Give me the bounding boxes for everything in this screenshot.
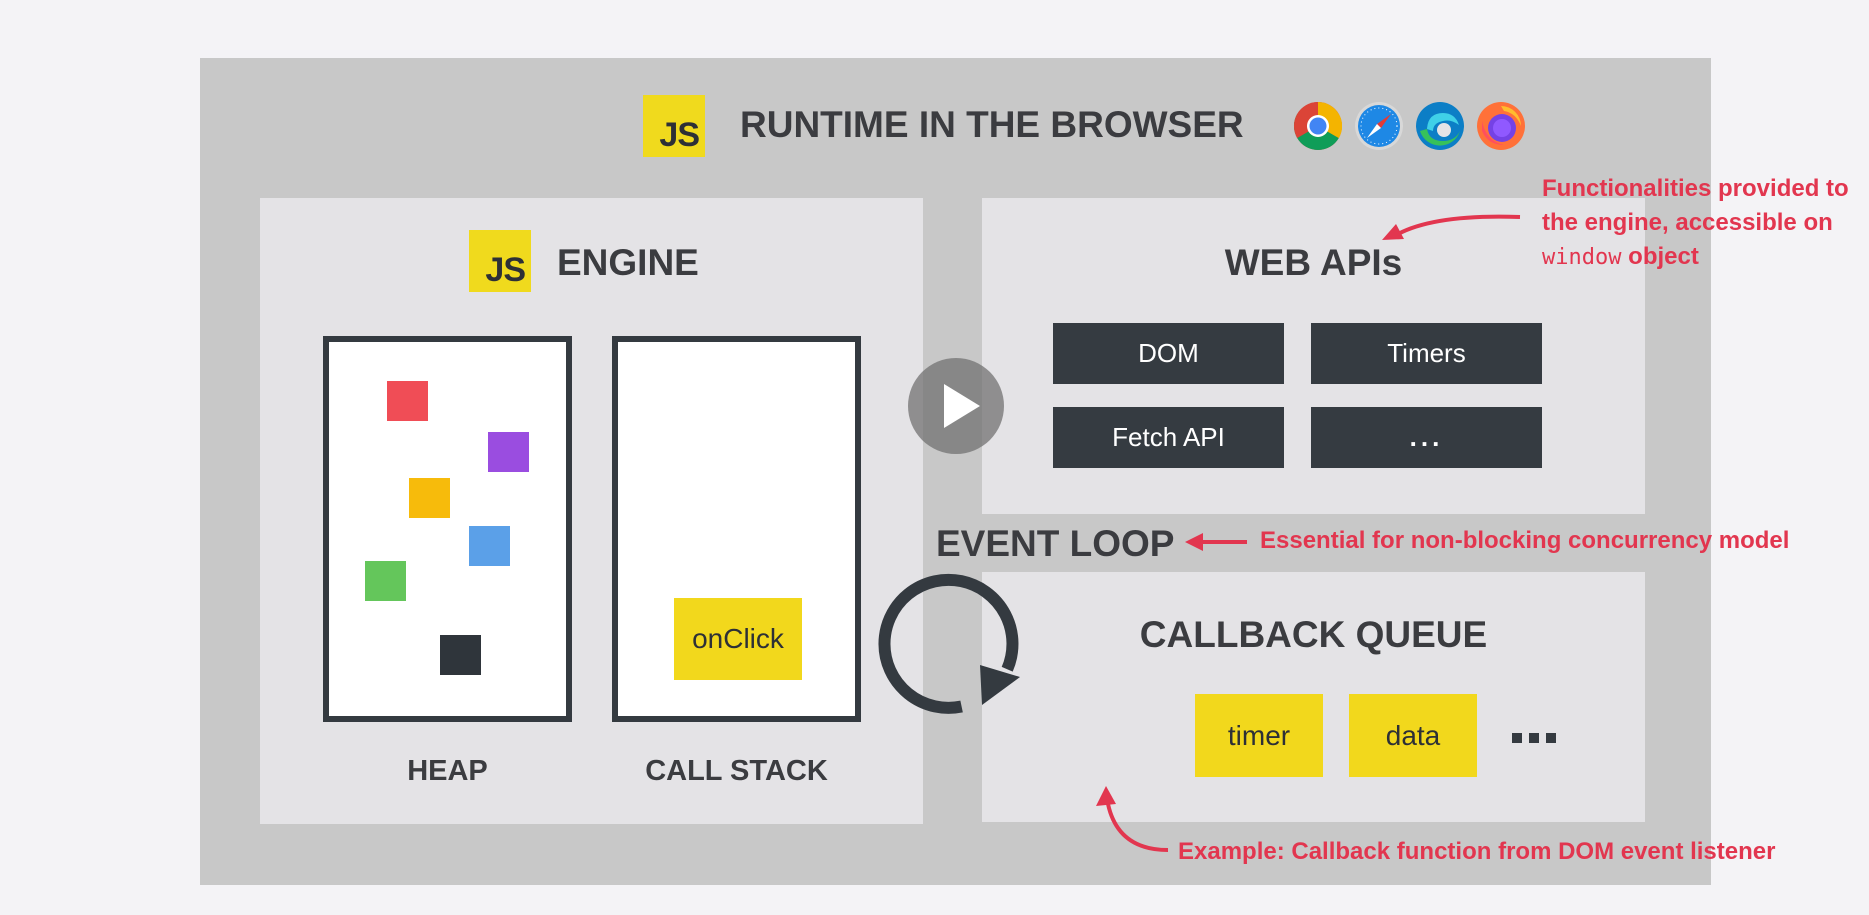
runtime-title: RUNTIME IN THE BROWSER — [740, 104, 1244, 145]
callback-annotation: Example: Callback function from DOM even… — [1178, 838, 1776, 865]
safari-icon — [1355, 102, 1403, 150]
web-apis-annotation-arrow — [1382, 214, 1521, 240]
event-loop-title: EVENT LOOP — [936, 523, 1175, 564]
js-logo-text: JS — [485, 251, 526, 289]
heap-object — [440, 635, 481, 675]
window-code: window — [1542, 245, 1622, 270]
callback-queue-item-timer: timer — [1195, 694, 1323, 777]
play-icon[interactable] — [908, 358, 1004, 454]
call-stack-frame-onclick: onClick — [674, 598, 802, 680]
heap-label: HEAP — [407, 755, 488, 787]
js-logo-runtime: JS — [643, 95, 705, 157]
callback-queue-more-icon — [1512, 733, 1556, 743]
call-stack-label: CALL STACK — [645, 755, 828, 787]
engine-title: ENGINE — [557, 242, 699, 283]
heap-object — [387, 381, 428, 421]
edge-icon — [1416, 102, 1464, 150]
web-api-timers: Timers — [1311, 323, 1542, 384]
web-api-dom: DOM — [1053, 323, 1284, 384]
web-apis-title: WEB APIs — [1224, 242, 1403, 283]
web-apis-annotation-line3-rest: object — [1621, 243, 1699, 270]
web-apis-annotation-line2: the engine, accessible on — [1542, 209, 1833, 236]
event-loop-annotation-arrow — [1185, 533, 1247, 551]
callback-queue-title: CALLBACK QUEUE — [1139, 614, 1488, 655]
firefox-icon — [1477, 102, 1525, 150]
js-logo-text: JS — [659, 116, 700, 154]
web-api-more: ... — [1311, 407, 1542, 468]
js-logo-engine: JS — [469, 230, 531, 292]
callback-queue-item-data: data — [1349, 694, 1477, 777]
web-api-more-label: ... — [1409, 422, 1444, 452]
callback-annotation-arrow — [1096, 786, 1169, 852]
event-loop-annotation: Essential for non-blocking concurrency m… — [1260, 527, 1790, 554]
heap-object — [365, 561, 406, 601]
web-apis-annotation-line1: Functionalities provided to — [1542, 175, 1849, 202]
web-api-fetch: Fetch API — [1053, 407, 1284, 468]
heap-object — [488, 432, 529, 472]
web-apis-annotation: Functionalities provided to the engine, … — [1542, 172, 1849, 275]
heap-object — [469, 526, 510, 566]
heap-object — [409, 478, 450, 518]
web-apis-annotation-line3: window object — [1542, 240, 1849, 275]
loop-arrow-icon — [878, 573, 1020, 714]
chrome-icon — [1293, 101, 1343, 151]
